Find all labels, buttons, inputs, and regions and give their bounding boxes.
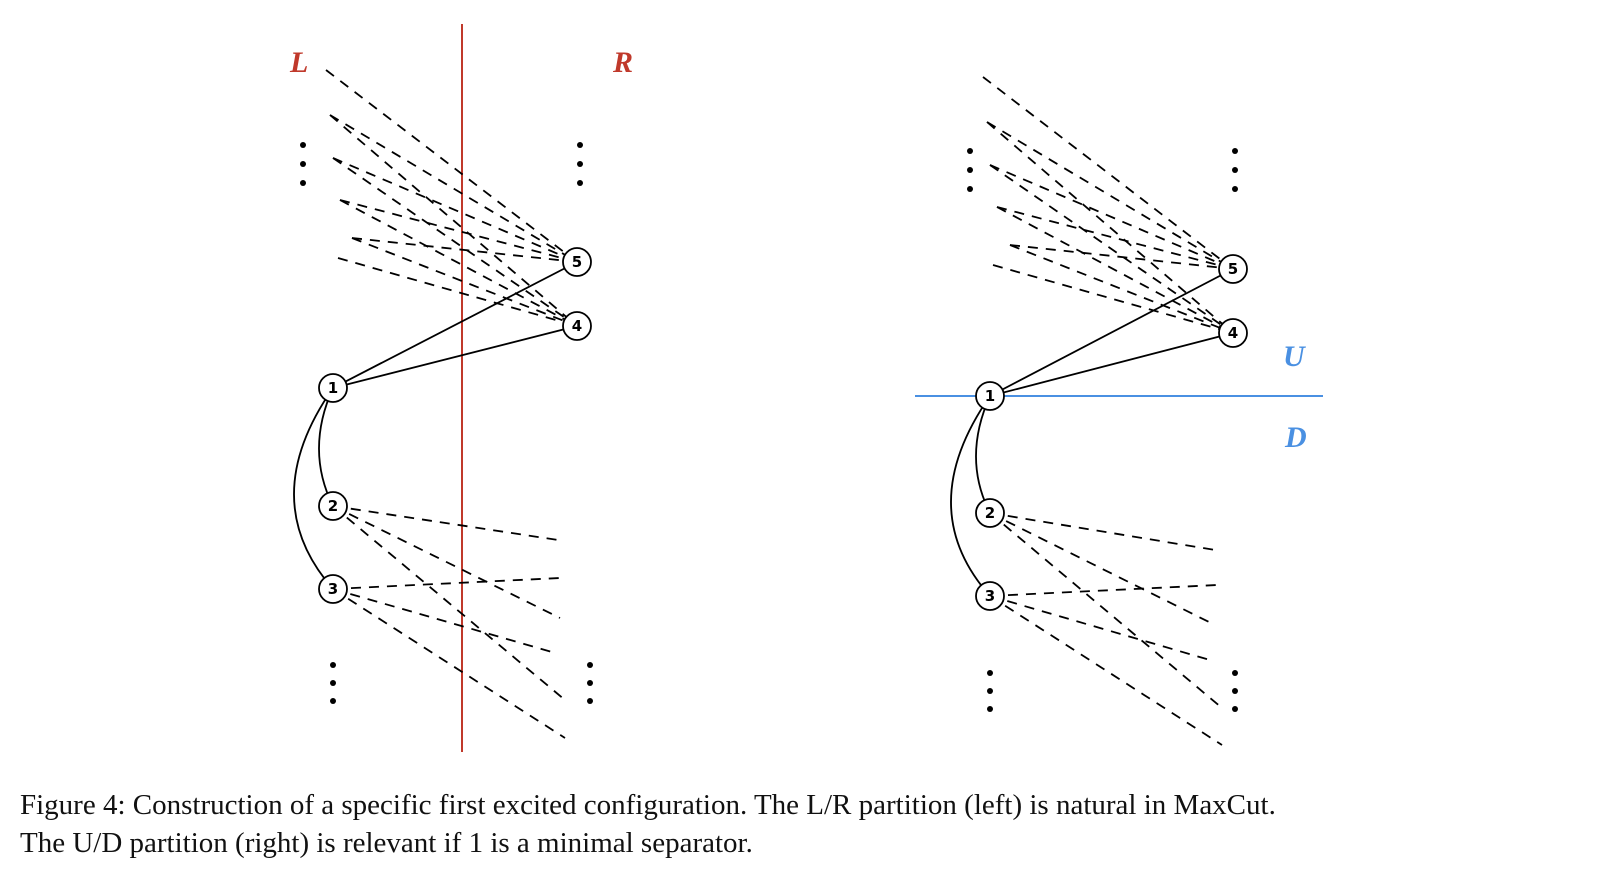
label-d: D <box>1284 421 1307 454</box>
left-node-5: 5 <box>562 247 592 277</box>
right-node-2: 2 <box>975 498 1005 528</box>
left-node-4: 4 <box>562 311 592 341</box>
right-node-1: 1 <box>975 381 1005 411</box>
right-ellipses <box>967 148 1238 712</box>
left-solid-edges <box>293 261 578 590</box>
right-node-5: 5 <box>1218 254 1248 284</box>
left-ellipses <box>300 142 593 704</box>
label-l: L <box>289 46 308 79</box>
svg-text:1: 1 <box>328 379 338 397</box>
svg-text:2: 2 <box>328 497 338 515</box>
svg-text:5: 5 <box>1228 260 1238 278</box>
left-panel: L R <box>289 24 633 752</box>
right-panel: U D <box>915 76 1323 746</box>
svg-text:5: 5 <box>572 253 582 271</box>
svg-text:3: 3 <box>985 587 995 605</box>
left-dashed-edges <box>325 69 578 739</box>
svg-text:4: 4 <box>572 317 582 335</box>
label-u: U <box>1283 340 1306 373</box>
left-node-2: 2 <box>318 491 348 521</box>
right-node-4: 4 <box>1218 318 1248 348</box>
figure-caption: Figure 4: Construction of a specific fir… <box>20 786 1580 862</box>
caption-line-2: The U/D partition (right) is relevant if… <box>20 827 753 859</box>
right-solid-edges <box>950 268 1234 597</box>
graph-figure: L R <box>289 24 1323 752</box>
svg-text:2: 2 <box>985 504 995 522</box>
figure: L R <box>289 24 1323 752</box>
left-node-1: 1 <box>318 373 348 403</box>
left-nodes: 1 2 3 4 5 <box>318 247 592 604</box>
right-nodes: 1 2 3 4 5 <box>975 254 1248 611</box>
svg-text:4: 4 <box>1228 324 1238 342</box>
label-r: R <box>612 46 633 79</box>
svg-text:3: 3 <box>328 580 338 598</box>
caption-line-1: Figure 4: Construction of a specific fir… <box>20 789 1276 821</box>
left-node-3: 3 <box>318 574 348 604</box>
svg-text:1: 1 <box>985 387 995 405</box>
right-node-3: 3 <box>975 581 1005 611</box>
right-dashed-edges <box>982 76 1234 746</box>
